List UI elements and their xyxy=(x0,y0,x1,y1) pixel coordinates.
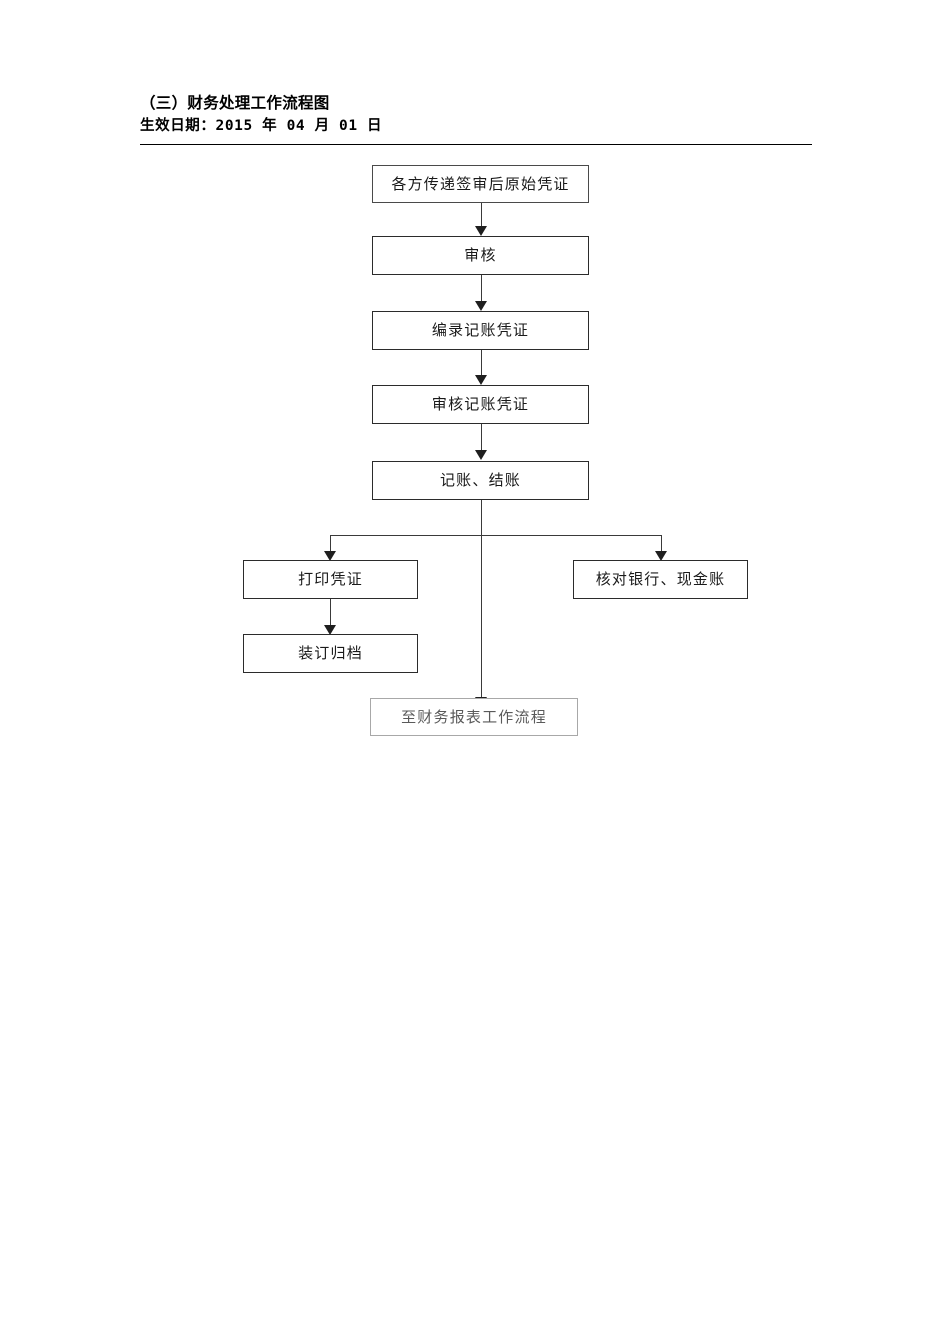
connector-n5-terminal xyxy=(481,500,482,699)
flow-node-original-vouchers: 各方传递签审后原始凭证 xyxy=(372,165,589,203)
connector-n4-n5 xyxy=(481,424,482,451)
connector-n6-n8 xyxy=(330,599,331,626)
connector-split-bar xyxy=(330,535,662,536)
arrowhead-n3-n4 xyxy=(475,375,487,385)
arrowhead-n2-n3 xyxy=(475,301,487,311)
flow-node-review: 审核 xyxy=(372,236,589,275)
connector-n1-n2 xyxy=(481,203,482,227)
flow-node-reconcile-bank-cash: 核对银行、现金账 xyxy=(573,560,748,599)
flow-node-print-vouchers: 打印凭证 xyxy=(243,560,418,599)
flow-node-audit-vouchers: 审核记账凭证 xyxy=(372,385,589,424)
connector-split-left xyxy=(330,535,331,553)
page-title: （三）财务处理工作流程图 xyxy=(140,94,330,112)
flow-node-goto-financial-statements: 至财务报表工作流程 xyxy=(370,698,578,736)
document-header: （三）财务处理工作流程图 生效日期：2015 年 04 月 01 日 xyxy=(140,92,812,145)
connector-n2-n3 xyxy=(481,275,482,302)
header-divider xyxy=(140,144,812,145)
connector-n3-n4 xyxy=(481,350,482,376)
arrowhead-split-left xyxy=(324,551,336,561)
flow-node-bookkeeping-closing: 记账、结账 xyxy=(372,461,589,500)
arrowhead-n4-n5 xyxy=(475,450,487,460)
arrowhead-n6-n8 xyxy=(324,625,336,635)
flow-node-record-vouchers: 编录记账凭证 xyxy=(372,311,589,350)
effective-date-label: 生效日期：2015 年 04 月 01 日 xyxy=(140,118,383,134)
arrowhead-n1-n2 xyxy=(475,226,487,236)
flow-node-binding-archiving: 装订归档 xyxy=(243,634,418,673)
connector-split-right xyxy=(661,535,662,553)
arrowhead-split-right xyxy=(655,551,667,561)
